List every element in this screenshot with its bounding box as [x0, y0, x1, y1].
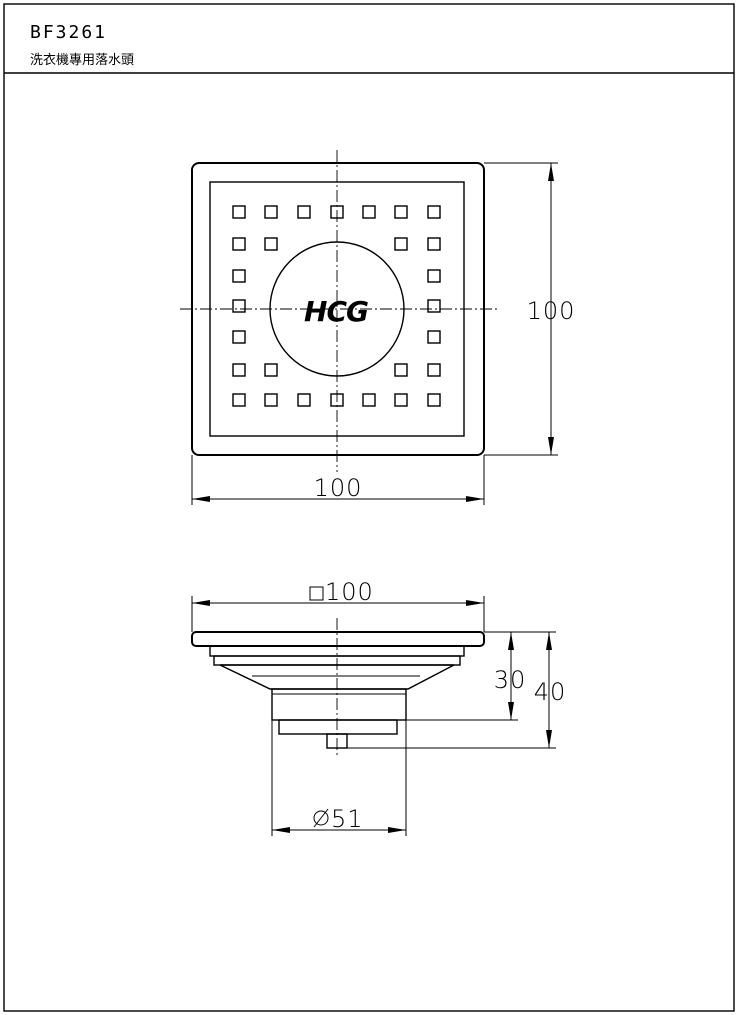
- product-description: 洗衣機專用落水頭: [30, 52, 134, 68]
- drain-hole: [394, 363, 408, 377]
- drain-hole: [232, 363, 246, 377]
- width-arrow-right: [466, 496, 484, 502]
- total-height-arrow-top: [546, 632, 552, 650]
- diameter-arrow-left: [272, 827, 290, 833]
- drain-hole: [232, 237, 246, 251]
- drain-hole: [362, 205, 376, 219]
- height-arrow-top: [548, 163, 554, 181]
- drain-hole: [427, 205, 441, 219]
- side-view-flange: [191, 631, 485, 647]
- drain-hole: [297, 205, 311, 219]
- height-dimension-label: 100: [527, 297, 576, 325]
- drain-hole: [427, 393, 441, 407]
- drain-hole: [297, 393, 311, 407]
- drain-hole: [427, 330, 441, 344]
- model-number: BF3261: [30, 22, 107, 43]
- total-height-arrow-bottom: [546, 730, 552, 748]
- drain-hole: [394, 237, 408, 251]
- drain-hole: [232, 269, 246, 283]
- diameter-arrow-right: [388, 827, 406, 833]
- total-height-dimension-label: 40: [534, 678, 567, 706]
- brand-logo: HCG: [304, 295, 368, 328]
- drain-hole: [394, 205, 408, 219]
- body-height-dimension-label: 30: [494, 666, 527, 694]
- drain-hole: [362, 393, 376, 407]
- square-symbol: [309, 586, 324, 601]
- drain-hole: [427, 363, 441, 377]
- drain-hole: [264, 363, 278, 377]
- sheet-border: [3, 3, 735, 1012]
- square-dimension-label: 100: [325, 578, 374, 606]
- drain-hole: [264, 393, 278, 407]
- drain-hole: [232, 205, 246, 219]
- drain-hole: [264, 237, 278, 251]
- top-view: HCG 100 100: [180, 150, 576, 505]
- drain-hole: [427, 299, 441, 313]
- drain-hole: [232, 393, 246, 407]
- square-arrow-right: [466, 600, 484, 606]
- square-arrow-left: [192, 600, 210, 606]
- body-height-arrow-bottom: [508, 702, 514, 720]
- side-view-taper: [219, 664, 455, 690]
- drain-hole: [427, 269, 441, 283]
- diameter-dimension-label: 51: [331, 805, 364, 833]
- width-dimension-label: 100: [314, 474, 363, 502]
- side-view: 100 30 40 51: [191, 578, 567, 836]
- drain-hole: [264, 205, 278, 219]
- drain-hole: [232, 299, 246, 313]
- body-height-arrow-top: [508, 632, 514, 650]
- drain-hole: [394, 393, 408, 407]
- drain-hole: [427, 237, 441, 251]
- side-view-trap: [278, 719, 398, 735]
- drain-hole: [232, 330, 246, 344]
- height-arrow-bottom: [548, 437, 554, 455]
- diameter-symbol: [313, 808, 329, 828]
- width-arrow-left: [192, 496, 210, 502]
- drain-holes: [232, 205, 441, 407]
